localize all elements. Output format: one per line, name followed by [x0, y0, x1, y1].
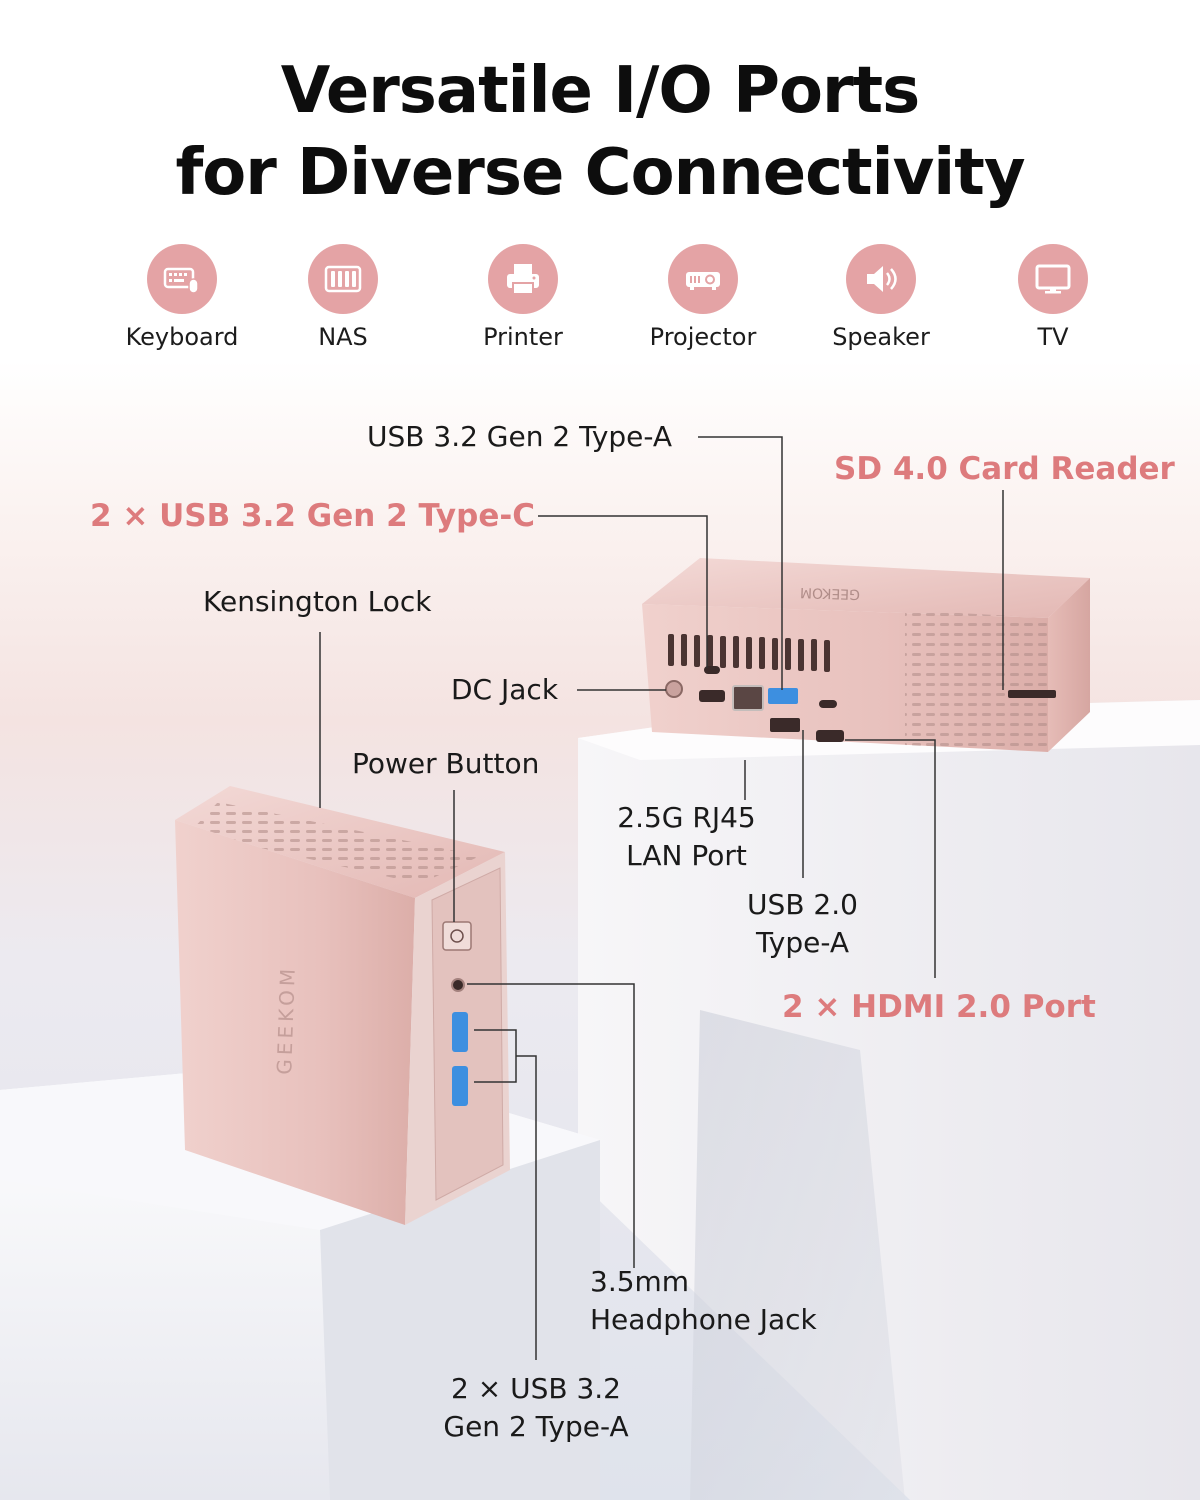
keyboard-icon: [147, 244, 217, 314]
device-brand-logo-front: GEEKOM: [272, 964, 300, 1075]
usb-a-front-port-2: [452, 1066, 468, 1106]
label-lan-line1: 2.5G RJ45: [617, 801, 756, 834]
device-label: Speaker: [832, 323, 930, 351]
device-label: NAS: [318, 323, 368, 351]
device-item-tv: TV: [958, 244, 1148, 351]
label-usb2: USB 2.0 Type-A: [730, 886, 875, 962]
speaker-icon: [846, 244, 916, 314]
usb-a-blue-port: [768, 688, 798, 704]
device-item-projector: Projector: [608, 244, 798, 351]
title-line-1: Versatile I/O Ports: [280, 54, 920, 128]
printer-icon: [488, 244, 558, 314]
rj45-port: [732, 685, 764, 711]
label-usb-a-front: 2 × USB 3.2 Gen 2 Type-A: [425, 1370, 647, 1446]
device-item-nas: NAS: [248, 244, 438, 351]
device-label: Keyboard: [125, 323, 239, 351]
label-dc-jack: DC Jack: [451, 673, 559, 706]
device-label: TV: [1037, 323, 1069, 351]
label-hdmi: 2 × HDMI 2.0 Port: [782, 989, 1096, 1025]
dc-jack-port: [665, 680, 683, 698]
device-item-speaker: Speaker: [786, 244, 976, 351]
label-headphone-line1: 3.5mm: [590, 1265, 690, 1298]
device-item-keyboard: Keyboard: [87, 244, 277, 351]
label-sd-reader: SD 4.0 Card Reader: [834, 451, 1175, 487]
label-usb-a-front-line1: 2 × USB 3.2: [451, 1372, 621, 1405]
device-icon-row: Keyboard NAS Printer Projector Speaker T…: [0, 244, 1200, 364]
mini-pc-front: GEEKOM: [175, 786, 510, 1225]
label-kensington: Kensington Lock: [203, 585, 432, 618]
headphone-jack: [451, 978, 465, 992]
device-label: Printer: [483, 323, 563, 351]
label-usb-a-top: USB 3.2 Gen 2 Type-A: [367, 420, 673, 453]
power-button: [442, 921, 472, 951]
tv-icon: [1018, 244, 1088, 314]
right-pedestal: [578, 700, 1200, 1500]
hdmi-port-2: [816, 730, 844, 742]
label-usb-a-front-line2: Gen 2 Type-A: [443, 1410, 629, 1443]
hdmi-port: [699, 690, 725, 702]
rear-vents: [668, 634, 830, 672]
usb-a-front-port-1: [452, 1012, 468, 1052]
sd-card-slot: [1008, 690, 1056, 698]
label-headphone-line2: Headphone Jack: [590, 1303, 817, 1336]
mini-pc-rear: GEEKOM: [642, 558, 1090, 752]
label-power-button: Power Button: [352, 747, 540, 780]
title-line-2: for Diverse Connectivity: [175, 136, 1025, 210]
usb-c-port: [704, 666, 720, 674]
usb-c-port-2: [819, 700, 837, 708]
label-lan: 2.5G RJ45 LAN Port: [604, 799, 769, 875]
usb2-port: [770, 718, 800, 732]
label-lan-line2: LAN Port: [626, 839, 747, 872]
nas-icon: [308, 244, 378, 314]
page-title: Versatile I/O Ports for Diverse Connecti…: [0, 50, 1200, 214]
device-label: Projector: [649, 323, 757, 351]
projector-icon: [668, 244, 738, 314]
label-usb2-line2: Type-A: [756, 926, 849, 959]
label-usb2-line1: USB 2.0: [747, 888, 858, 921]
label-headphone: 3.5mm Headphone Jack: [590, 1263, 817, 1339]
device-brand-logo-top: GEEKOM: [800, 584, 861, 602]
label-usb-c: 2 × USB 3.2 Gen 2 Type-C: [90, 498, 535, 534]
device-item-printer: Printer: [428, 244, 618, 351]
leader-lines: [319, 436, 1004, 1360]
